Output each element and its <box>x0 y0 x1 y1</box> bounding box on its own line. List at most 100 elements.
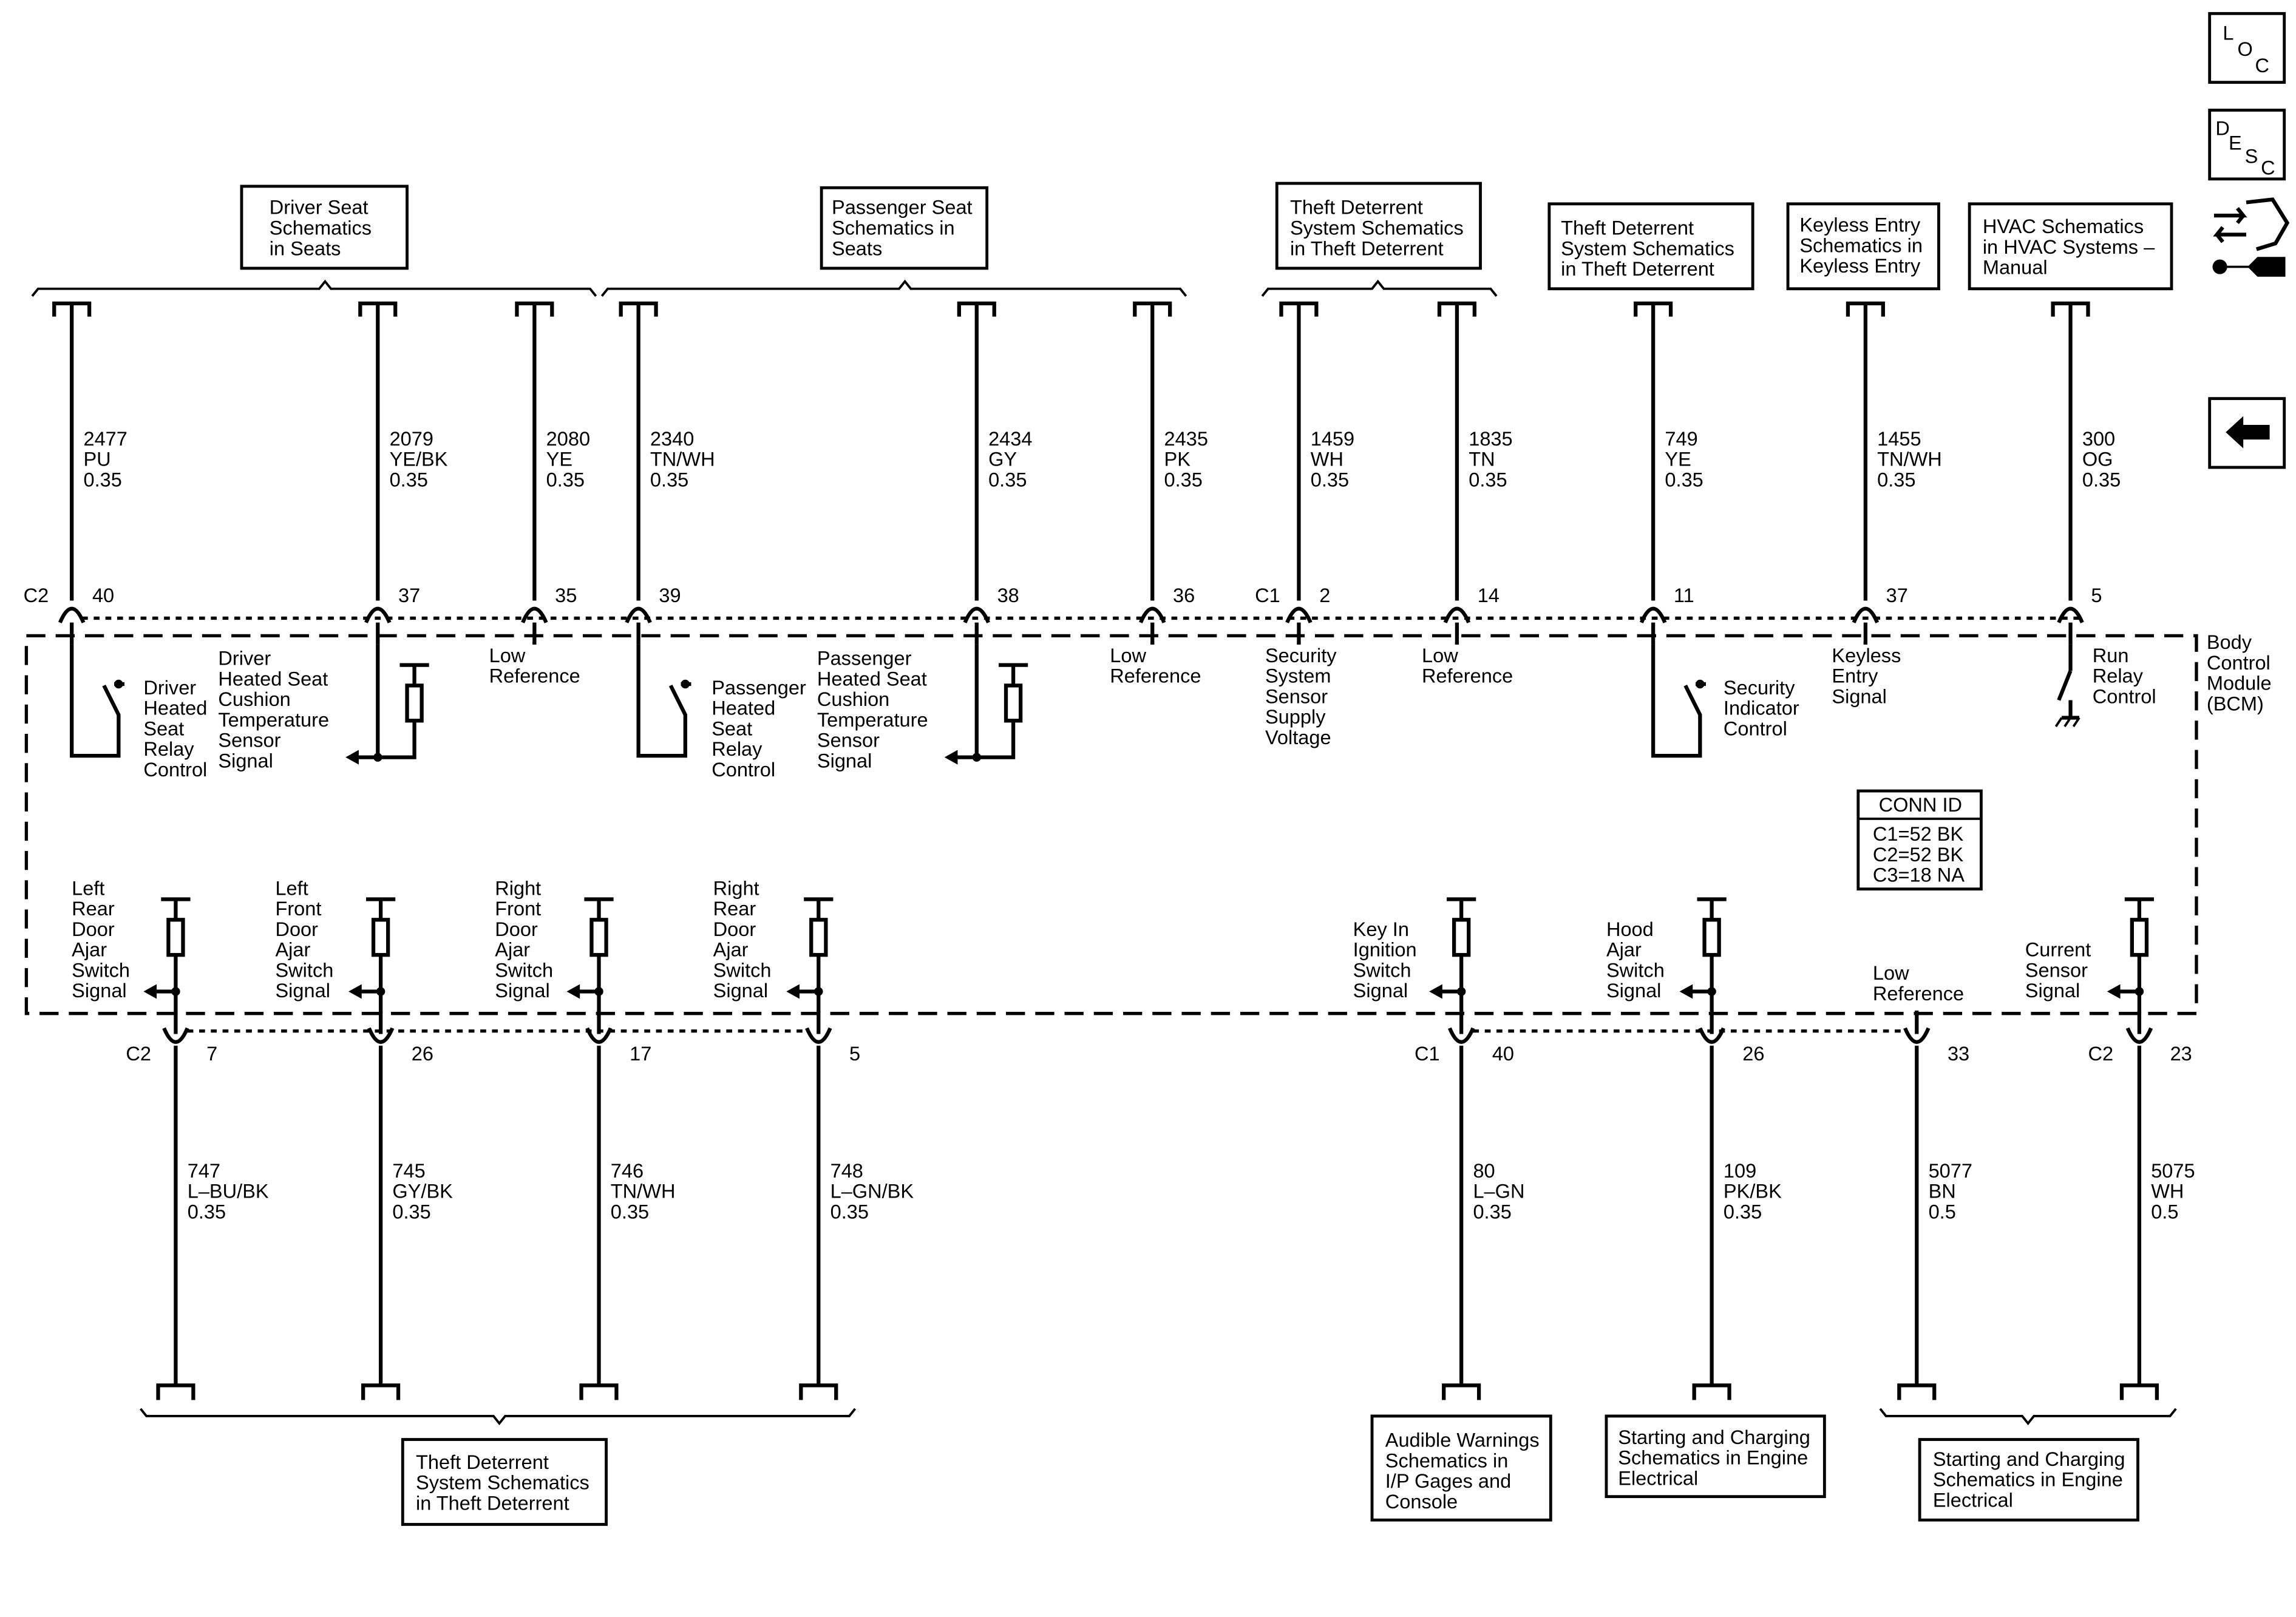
circuit-function-label: Temperature <box>817 709 928 731</box>
top-wire-1459[interactable]: 1459WH0.352SecuritySystemSensorSupplyVol… <box>1265 301 1354 748</box>
circuit-function-label: Signal <box>713 980 768 1002</box>
relay-switch-icon <box>70 644 125 758</box>
bottom-ref-starting-charging-2[interactable]: Starting and Charging Schematics in Engi… <box>1918 1438 2139 1522</box>
circuit-function-label: Sensor <box>817 730 880 751</box>
wire-color: L–BU/BK <box>188 1181 269 1202</box>
wire-gauge: 0.35 <box>1469 469 1507 490</box>
wire-color: YE <box>1665 449 1691 470</box>
bottom-ref-theft-deterrent[interactable]: Theft Deterrent System Schematics in The… <box>401 1438 608 1526</box>
wire-circuit-number: 748 <box>830 1160 863 1182</box>
circuit-function-label: Reference <box>1110 665 1201 687</box>
wire-circuit-number: 2434 <box>988 428 1032 450</box>
ref-line: Starting and Charging <box>1933 1448 2125 1470</box>
bottom-ref-audible-warnings[interactable]: Audible Warnings Schematics in I/P Gages… <box>1370 1414 1552 1522</box>
circuit-function-label: Passenger <box>817 648 912 670</box>
loc-button[interactable]: L O C <box>2208 12 2286 84</box>
circuit-function-label: Voltage <box>1265 727 1331 748</box>
top-ref-hvac[interactable]: HVAC Schematics in HVAC Systems – Manual <box>1968 202 2173 291</box>
desc-button[interactable]: D E S C <box>2208 109 2286 181</box>
desc-letter: E <box>2229 132 2242 154</box>
connector-pin: 5 <box>2091 585 2102 606</box>
input-pull-up-icon <box>2107 897 2155 1014</box>
circuit-function-label: Security <box>1724 677 1795 699</box>
conn-id-title: CONN ID <box>1879 794 1962 816</box>
wire-circuit-number: 2435 <box>1164 428 1208 450</box>
circuit-function-label: Seat <box>143 717 184 739</box>
wire-circuit-number: 1459 <box>1311 428 1354 450</box>
connector-pin: 7 <box>206 1043 217 1065</box>
bottom-wire-748[interactable]: 748L–GN/BK0.355RightRearDoorAjarSwitchSi… <box>713 877 914 1400</box>
circuit-function-label: Indicator <box>1724 697 1799 719</box>
input-pull-up-icon <box>1679 897 1727 1014</box>
connector-id-c2: C2 <box>2088 1043 2113 1065</box>
ref-line: Keyless Entry <box>1799 214 1921 236</box>
repair-procedure-icon[interactable] <box>2212 197 2290 277</box>
input-pull-up-icon <box>348 897 396 1014</box>
circuit-function-label: Ajar <box>1606 939 1642 961</box>
connector-pin: 37 <box>398 585 420 606</box>
ref-line: Electrical <box>1933 1490 2013 1511</box>
connector-id-c2: C2 <box>126 1043 151 1065</box>
circuit-function-label: Reference <box>1873 983 1964 1005</box>
ref-line: System Schematics <box>416 1472 589 1494</box>
top-wires: 2477PU0.3540DriverHeatedSeatRelayControl… <box>52 301 2156 781</box>
wire-gauge: 0.35 <box>188 1201 226 1222</box>
circuit-function-label: Low <box>489 645 526 666</box>
wire-color: GY/BK <box>392 1181 453 1202</box>
connector-id-c1: C1 <box>1255 585 1280 606</box>
run-relay-switch-icon <box>2054 644 2080 727</box>
input-pull-up-icon <box>143 897 191 1014</box>
top-ref-theft-deterrent-1[interactable]: Theft Deterrent System Schematics in The… <box>1275 181 1482 270</box>
bottom-ref-starting-charging-1[interactable]: Starting and Charging Schematics in Engi… <box>1605 1414 1826 1499</box>
ref-line: Seats <box>832 237 882 259</box>
circuit-function-label: Heated Seat <box>218 668 328 690</box>
wire-color: PU <box>83 449 110 470</box>
connector-pin: 40 <box>92 585 114 606</box>
circuit-function-label: Cushion <box>817 688 889 710</box>
circuit-function-label: Control <box>2093 685 2156 707</box>
wire-circuit-number: 746 <box>611 1160 644 1182</box>
circuit-function-label: Heated <box>712 697 775 719</box>
circuit-function-label: Cushion <box>218 688 290 710</box>
ref-line: Theft Deterrent <box>416 1451 549 1473</box>
wire-circuit-number: 1835 <box>1469 428 1512 450</box>
circuit-function-label: Ajar <box>275 939 310 961</box>
ref-line: in Theft Deterrent <box>1561 258 1714 280</box>
bottom-wire-747[interactable]: 747L–BU/BK0.357LeftRearDoorAjarSwitchSig… <box>72 877 269 1400</box>
ref-line: Schematics <box>270 217 372 239</box>
wire-gauge: 0.35 <box>546 469 585 490</box>
connector-pin: 26 <box>1742 1043 1764 1065</box>
top-ref-theft-deterrent-2[interactable]: Theft Deterrent System Schematics in The… <box>1547 202 1754 291</box>
wire-gauge: 0.35 <box>2082 469 2121 490</box>
ref-line: Schematics in Engine <box>1933 1469 2123 1491</box>
circuit-function-label: Front <box>495 898 541 920</box>
top-ref-keyless-entry[interactable]: Keyless Entry Schematics in Keyless Entr… <box>1786 202 1940 291</box>
circuit-function-label: Signal <box>2025 980 2080 1002</box>
circuit-function-label: Low <box>1422 645 1458 666</box>
bcm-module-outline <box>24 634 2198 1015</box>
top-ref-driver-seat[interactable]: Driver Seat Schematics in Seats <box>240 185 409 270</box>
top-ref-passenger-seat[interactable]: Passenger Seat Schematics in Seats <box>820 186 989 270</box>
relay-switch-icon <box>1651 644 1706 758</box>
bottom-wire-745[interactable]: 745GY/BK0.3526LeftFrontDoorAjarSwitchSig… <box>275 877 453 1400</box>
bottom-wire-746[interactable]: 746TN/WH0.3517RightFrontDoorAjarSwitchSi… <box>495 877 675 1400</box>
desc-letter: S <box>2245 145 2258 167</box>
wire-gauge: 0.35 <box>390 469 428 490</box>
circuit-function-label: Run <box>2093 645 2129 666</box>
top-wire-2340[interactable]: 2340TN/WH0.3539PassengerHeatedSeatRelayC… <box>619 301 806 781</box>
ref-line: in Seats <box>270 237 341 259</box>
back-button[interactable] <box>2208 397 2286 469</box>
